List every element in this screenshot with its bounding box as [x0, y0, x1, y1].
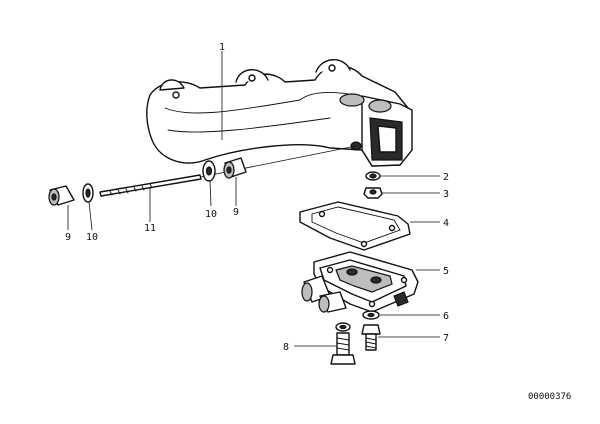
- bolt-8: [330, 332, 356, 365]
- diagram-id: 00000376: [528, 392, 572, 402]
- washer-right: [202, 160, 216, 182]
- callout-7: 7: [443, 333, 449, 344]
- nut: [365, 171, 381, 181]
- spacer-sleeve-right: [223, 157, 247, 179]
- callout-1: 1: [219, 42, 225, 53]
- callout-10-left: 10: [86, 232, 98, 243]
- callout-labels: 1 2 3 4 5 6 7 8 9 10 11 10 9: [65, 42, 449, 353]
- gasket: [299, 201, 411, 251]
- callout-9-left: 9: [65, 232, 71, 243]
- callout-2: 2: [443, 172, 449, 183]
- washer: [363, 187, 383, 199]
- callout-5: 5: [443, 266, 449, 277]
- washer-left: [82, 183, 94, 203]
- callout-8: 8: [283, 342, 289, 353]
- intake-manifold: [146, 59, 413, 167]
- callout-11: 11: [144, 223, 156, 234]
- callout-10-right: 10: [205, 209, 217, 220]
- callout-4: 4: [443, 218, 449, 229]
- throttle-adapter-housing: [301, 251, 419, 313]
- spacer-sleeve-left: [48, 185, 75, 206]
- washer-8: [335, 322, 351, 332]
- bolt-7: [361, 324, 381, 351]
- long-stud: [99, 145, 357, 197]
- callout-6: 6: [443, 311, 449, 322]
- callout-leaders: [67, 51, 440, 347]
- washer-6: [362, 310, 380, 320]
- callout-9-right: 9: [233, 207, 239, 218]
- callout-3: 3: [443, 189, 449, 200]
